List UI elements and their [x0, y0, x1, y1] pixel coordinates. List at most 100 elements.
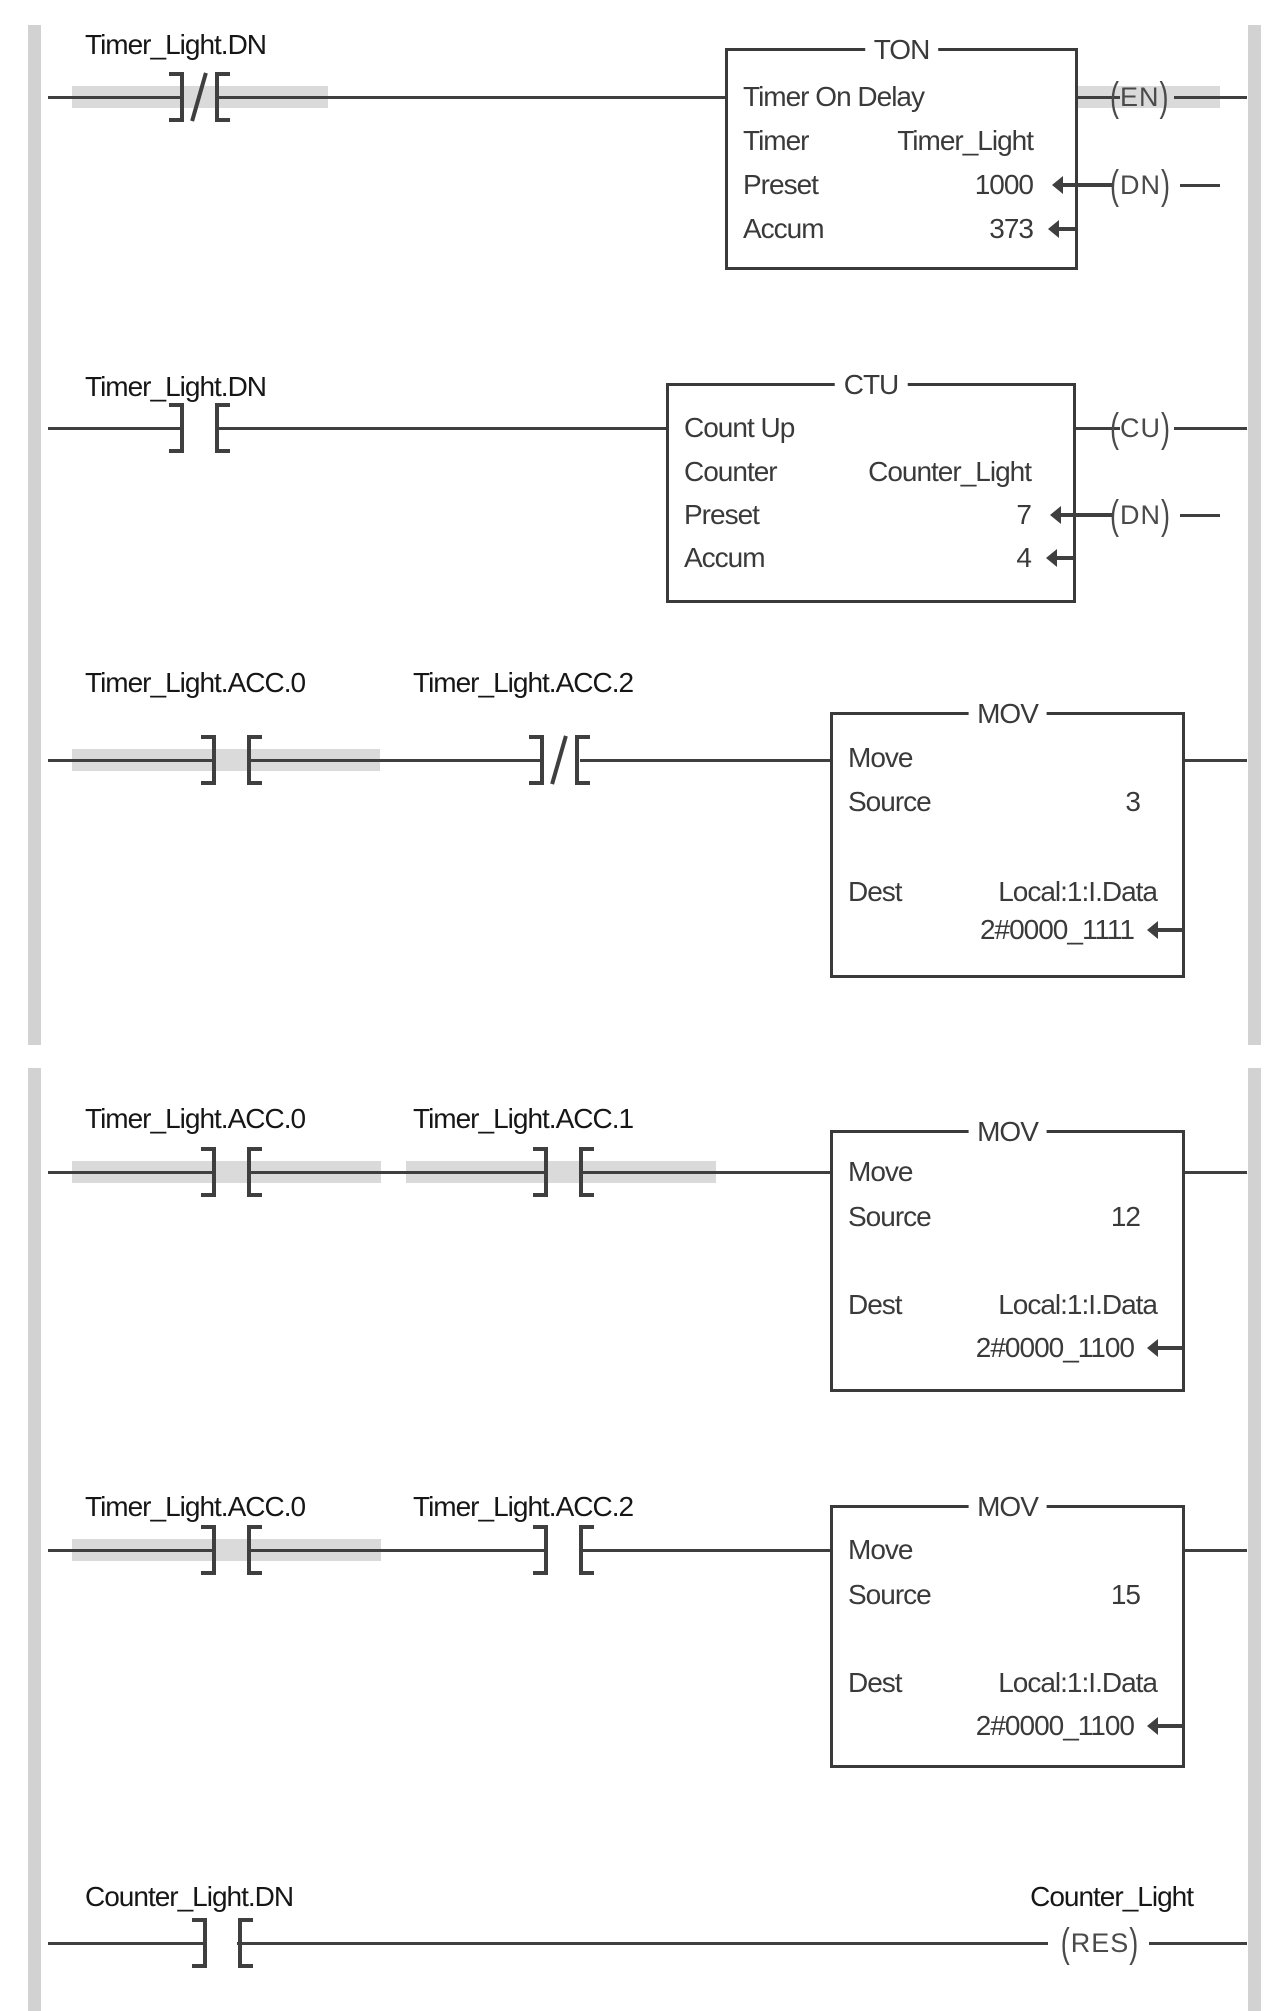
- contact-left-bracket: [529, 735, 544, 785]
- param-value[interactable]: Local:1:I.Data: [998, 1667, 1158, 1698]
- param-value[interactable]: 2#0000_1100: [975, 1332, 1135, 1363]
- coil-label: DN: [1120, 170, 1161, 200]
- contact-normally-open[interactable]: [201, 1525, 262, 1575]
- contact-left-bracket: [169, 403, 184, 453]
- paren-glyph: ): [1159, 74, 1170, 120]
- mov-instruction-block[interactable]: MOV Move Source 15 Dest Local:1:I.Data 2…: [830, 1491, 1185, 1768]
- coil-DN[interactable]: (DN): [1110, 493, 1171, 538]
- instruction-description: Count Up: [684, 412, 795, 443]
- contact-normally-closed[interactable]: [529, 735, 590, 785]
- param-value[interactable]: Local:1:I.Data: [998, 876, 1158, 907]
- paren-glyph: ): [1129, 1920, 1140, 1966]
- contact-left-bracket: [533, 1525, 548, 1575]
- instruction-mnemonic: MOV: [968, 1491, 1047, 1523]
- rung-wire: [1174, 96, 1247, 99]
- ton-instruction-block[interactable]: TON Timer On Delay Timer Timer_Light Pre…: [725, 34, 1078, 270]
- contact-normally-open[interactable]: [169, 403, 230, 453]
- param-value[interactable]: 2#0000_1100: [975, 1710, 1135, 1741]
- paren-glyph: (: [1110, 405, 1120, 451]
- rung-wire: [219, 427, 666, 430]
- instruction-description: Move: [848, 1156, 913, 1187]
- param-value[interactable]: 4: [1016, 542, 1032, 573]
- param-value[interactable]: 1000: [974, 169, 1034, 200]
- contact-left-bracket: [201, 735, 216, 785]
- contact-tag-label[interactable]: Counter_Light.DN: [85, 1881, 294, 1912]
- contact-normally-open[interactable]: [192, 1918, 253, 1968]
- contact-normally-open[interactable]: [533, 1525, 594, 1575]
- value-arrow: [1147, 1339, 1183, 1357]
- contact-left-bracket: [201, 1525, 216, 1575]
- rung-wire: [48, 1171, 212, 1174]
- param-value[interactable]: 373: [989, 213, 1034, 244]
- rung-wire: [1078, 96, 1120, 99]
- mov-instruction-block[interactable]: MOV Move Source 3 Dest Local:1:I.Data 2#…: [830, 698, 1185, 978]
- param-value[interactable]: 3: [1125, 786, 1141, 817]
- contact-normally-open[interactable]: [533, 1147, 594, 1197]
- coil-label: EN: [1120, 82, 1160, 112]
- param-label: Dest: [848, 1289, 903, 1320]
- instruction-mnemonic: TON: [864, 34, 939, 66]
- rung-wire: [248, 759, 540, 762]
- right-power-rail-panel-1: [1248, 25, 1261, 1045]
- paren-glyph: ): [1161, 492, 1171, 538]
- left-power-rail-panel-2: [28, 1068, 41, 2011]
- contact-right-bracket: [579, 1525, 594, 1575]
- ctu-instruction-block[interactable]: CTU Count Up Counter Counter_Light Prese…: [666, 369, 1076, 603]
- paren-glyph: (: [1110, 74, 1120, 120]
- contact-right-bracket: [247, 735, 262, 785]
- contact-tag-label[interactable]: Timer_Light.ACC.2: [413, 1491, 634, 1522]
- contact-tag-label[interactable]: Timer_Light.ACC.1: [413, 1103, 634, 1134]
- contact-tag-label[interactable]: Timer_Light.ACC.0: [85, 1491, 306, 1522]
- param-value[interactable]: 2#0000_1111: [979, 914, 1135, 945]
- param-value[interactable]: 12: [1110, 1201, 1141, 1232]
- power-flow-highlight: [72, 749, 380, 771]
- contact-right-bracket: [215, 403, 230, 453]
- value-arrow: [1052, 176, 1112, 194]
- instruction-mnemonic: CTU: [834, 369, 908, 401]
- contact-tag-label[interactable]: Timer_Light.DN: [85, 29, 267, 60]
- rung-wire: [580, 759, 830, 762]
- param-label: Dest: [848, 1667, 903, 1698]
- contact-left-bracket: [169, 72, 184, 122]
- coil-label: DN: [1120, 500, 1161, 530]
- param-label: Source: [848, 1579, 932, 1610]
- coil-tag-label[interactable]: Counter_Light: [1030, 1881, 1194, 1912]
- param-label: Accum: [743, 213, 825, 244]
- rung-wire: [219, 96, 725, 99]
- param-value[interactable]: Local:1:I.Data: [998, 1289, 1158, 1320]
- contact-right-bracket: [579, 1147, 594, 1197]
- param-value[interactable]: Counter_Light: [868, 456, 1032, 487]
- mov-instruction-block[interactable]: MOV Move Source 12 Dest Local:1:I.Data 2…: [830, 1116, 1185, 1392]
- param-value[interactable]: 7: [1016, 499, 1032, 530]
- contact-right-bracket: [215, 72, 230, 122]
- rung-wire: [48, 427, 180, 430]
- coil-stub-wire: [1180, 514, 1220, 517]
- param-label: Preset: [684, 499, 760, 530]
- param-value[interactable]: Timer_Light: [897, 125, 1034, 156]
- coil-CU[interactable]: (CU): [1110, 406, 1171, 451]
- coil-RES[interactable]: (RES): [1050, 1921, 1150, 1966]
- contact-tag-label[interactable]: Timer_Light.ACC.0: [85, 667, 306, 698]
- rung-wire: [248, 1549, 544, 1552]
- coil-DN[interactable]: (DN): [1110, 163, 1171, 208]
- rung-wire: [48, 1549, 212, 1552]
- value-arrow: [1046, 549, 1073, 567]
- param-label: Counter: [684, 456, 778, 487]
- contact-left-bracket: [533, 1147, 548, 1197]
- contact-tag-label[interactable]: Timer_Light.ACC.0: [85, 1103, 306, 1134]
- contact-normally-closed[interactable]: [169, 72, 230, 122]
- instruction-description: Timer On Delay: [743, 81, 925, 112]
- contact-tag-label[interactable]: Timer_Light.ACC.2: [413, 667, 634, 698]
- coil-EN[interactable]: (EN): [1110, 75, 1170, 120]
- param-value[interactable]: 15: [1110, 1579, 1141, 1610]
- contact-tag-label[interactable]: Timer_Light.DN: [85, 371, 267, 402]
- contact-normally-open[interactable]: [201, 735, 262, 785]
- paren-glyph: (: [1110, 162, 1120, 208]
- power-flow-highlight: [1078, 86, 1220, 108]
- contact-normally-open[interactable]: [201, 1147, 262, 1197]
- rung-wire: [1185, 1171, 1247, 1174]
- coil-label: RES: [1070, 1928, 1130, 1958]
- coil-stub-wire: [1180, 184, 1220, 187]
- param-label: Timer: [743, 125, 810, 156]
- rung-wire: [48, 1942, 203, 1945]
